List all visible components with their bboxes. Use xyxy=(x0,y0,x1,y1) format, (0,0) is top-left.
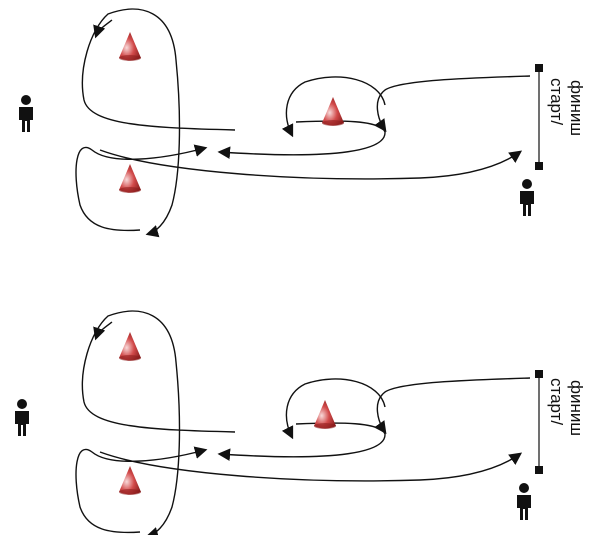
gate-post-icon xyxy=(535,370,543,378)
gate-post-icon xyxy=(535,466,543,474)
gate-post-icon xyxy=(535,64,543,72)
gate-post-icon xyxy=(535,162,543,170)
route-paths xyxy=(76,311,530,535)
cone-icon xyxy=(314,400,336,429)
gate-label-line2: финиш xyxy=(567,380,586,437)
drill-diagram-1 xyxy=(19,9,543,234)
cone-icon xyxy=(119,32,141,61)
gate-label-line1: старт/ xyxy=(547,78,566,126)
cone-icon xyxy=(322,97,344,126)
person-icon xyxy=(517,483,531,520)
person-icon xyxy=(19,95,33,132)
gate-label-line1: старт/ xyxy=(547,378,566,426)
route-paths xyxy=(76,9,530,234)
cone-icon xyxy=(119,332,141,361)
cone-icon xyxy=(119,164,141,193)
cone-icon xyxy=(119,466,141,495)
gate-label-line2: финиш xyxy=(567,80,586,137)
drill-diagram-2 xyxy=(15,311,543,535)
person-icon xyxy=(520,179,534,216)
person-icon xyxy=(15,399,29,436)
